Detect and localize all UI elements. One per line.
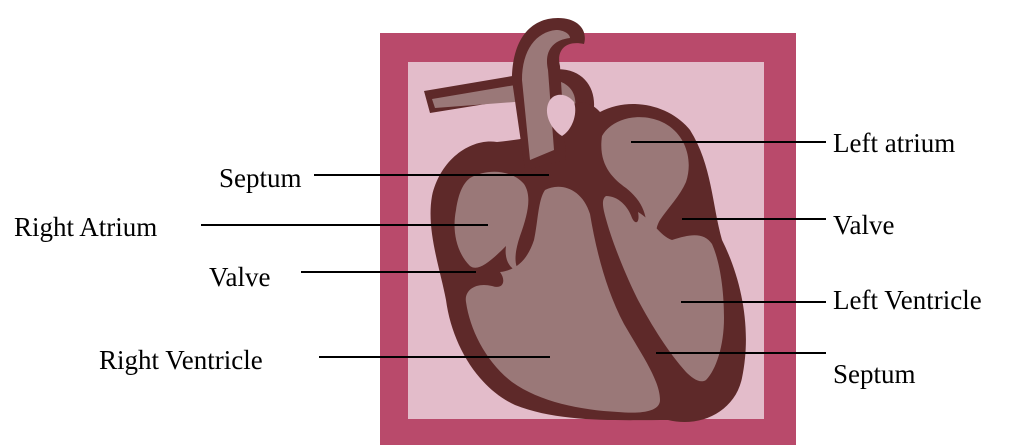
label-valve-left: Valve [833, 210, 894, 240]
label-valve-right: Valve [209, 262, 270, 292]
label-right-atrium: Right Atrium [14, 212, 157, 242]
label-septum-lower: Septum [833, 359, 916, 389]
label-left-atrium: Left atrium [833, 128, 955, 158]
label-septum-upper: Septum [219, 163, 302, 193]
label-right-ventricle: Right Ventricle [99, 345, 263, 375]
heart-illustration [380, 18, 796, 445]
label-left-ventricle: Left Ventricle [833, 285, 982, 315]
